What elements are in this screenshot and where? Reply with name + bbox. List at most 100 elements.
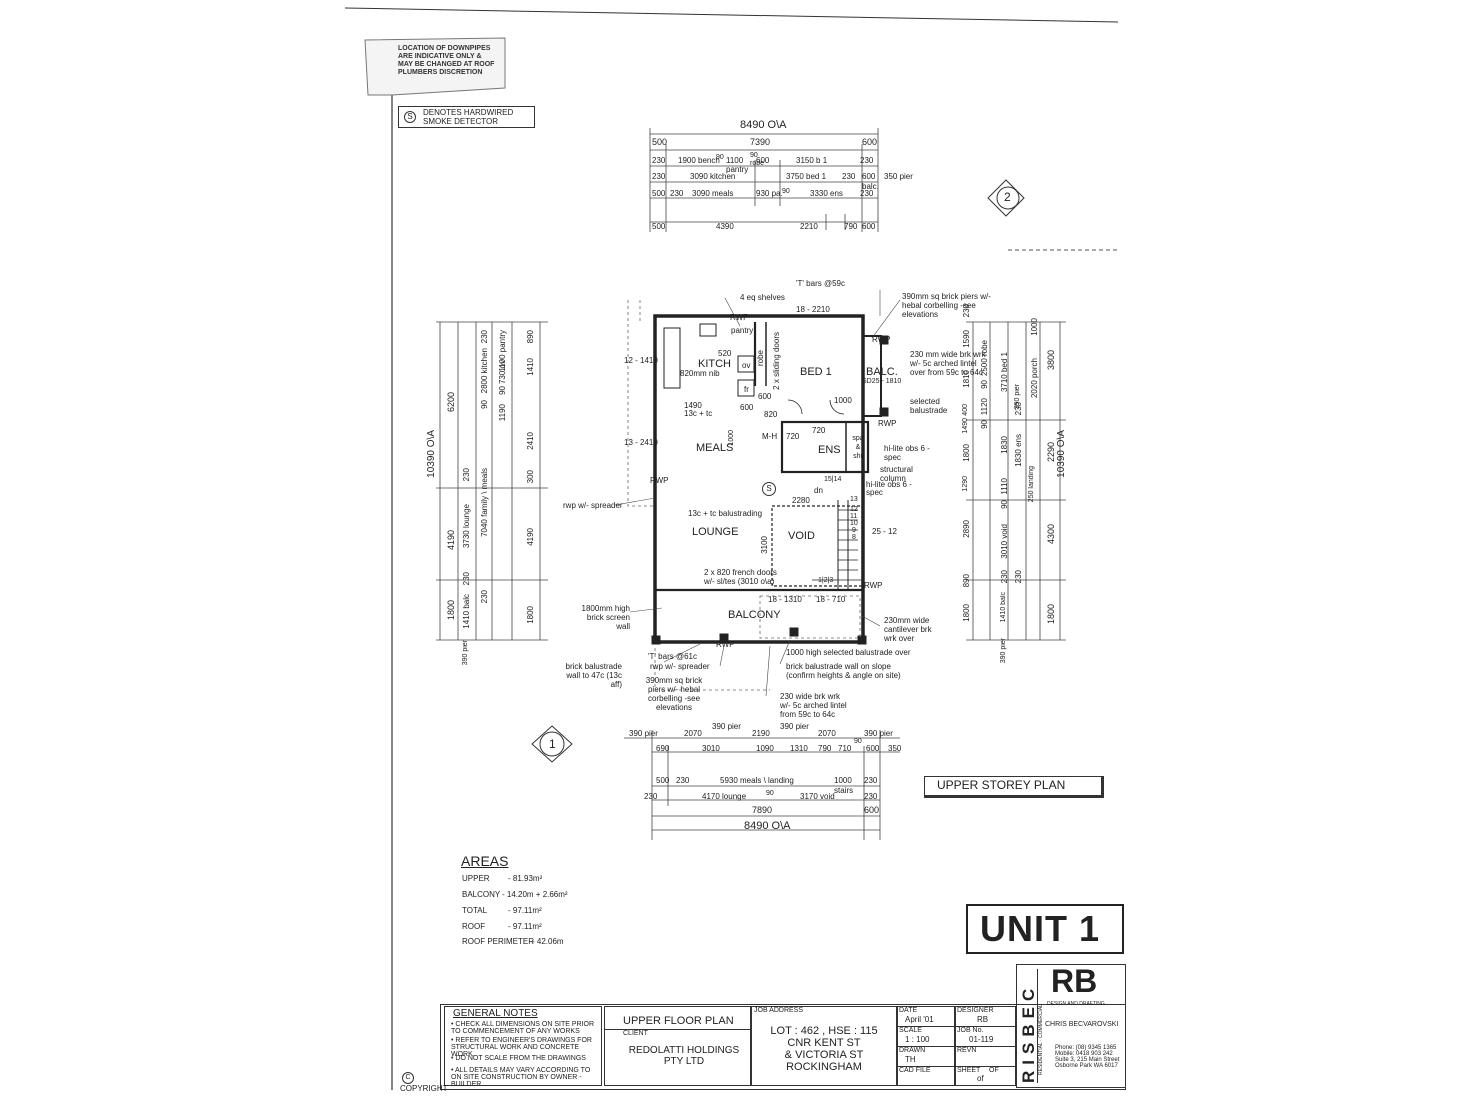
bottom-overall-dim: 8490 O\A [744,820,791,832]
sheet-title: UPPER FLOOR PLAN [623,1015,734,1027]
label-brick-screen-wall: 1800mm high brick screen wall [581,604,630,631]
smoke-detector-icon: S [762,482,776,496]
label-brick-piers-bottom: 390mm sq brick piers w/- hebal corbellin… [645,676,703,712]
label-window-12-1410: 12 - 1410 [624,356,658,365]
label-spa: spa & shr [852,435,864,460]
firm-sub: RESIDENTIAL · COMMERCIAL [1038,1004,1044,1075]
client-label: CLIENT [623,1030,648,1037]
label-pantry: pantry [731,326,754,335]
room-ens: ENS [818,444,841,456]
label-2280: 2280 [792,496,810,505]
label-step-13: 13 [850,496,858,503]
firm-tagline: DESIGN AND DRAFTING [1047,1001,1105,1007]
sheet-title-cell: UPPER FLOOR PLAN CLIENT REDOLATTI HOLDIN… [604,1006,752,1086]
label-window-18-1310: 18 - 1310 [768,595,802,604]
label-tbars-61: 'T' bars @61c [648,652,697,661]
label-dn: dn [814,486,823,495]
firm-logo: RB [1051,963,1098,999]
firm-block: RISBEC RESIDENTIAL · COMMERCIAL RB DESIG… [1016,963,1126,1088]
label-cantilever: 230mm wide cantilever brk wrk over [884,616,932,643]
areas-heading: AREAS [461,853,509,869]
designer-cell: DESIGNER RB JOB No. 01-119 REVN SHEET OF… [954,1006,1016,1086]
label-high-balustrade: 1000 high selected balustrade over [786,648,911,657]
plan-title-box: UPPER STOREY PLAN [924,776,1104,798]
label-shelves: 4 eq shelves [740,293,785,302]
label-hilite-obs-2: hi-lite obs 6 - spec [866,480,912,497]
label-sd25: SD25 - 1810 [862,378,902,385]
label-step-9: 9 [852,527,856,534]
firm-contact: Phone: (08) 9345 1365 Mobile: 0418 903 2… [1055,1045,1120,1069]
smoke-detector-legend: S DENOTES HARDWIRED SMOKE DETECTOR [398,106,535,128]
label-hilite-obs-1: hi-lite obs 6 - spec [884,444,930,462]
label-1000-a: 1000 [834,396,852,405]
general-notes-heading: GENERAL NOTES [453,1008,538,1019]
unit-label: UNIT 1 [980,908,1101,949]
label-600-a: 600 [758,392,772,401]
label-brick-balustrade-slope: brick balustrade wall on slope (confirm … [786,662,901,680]
label-nib: 820mm nib [680,369,720,378]
label-sliding-doors: 2 x sliding doors [772,332,781,390]
label-manhole: M-H [762,432,778,441]
label-step-12: 12 [850,506,858,513]
drawn-value: TH [905,1055,916,1064]
job-number-value: 01-119 [969,1035,994,1044]
downpipes-note: LOCATION OF DOWNPIPES ARE INDICATIVE ONL… [398,45,495,76]
date-value: April '01 [905,1015,934,1024]
label-brick-balustrade: brick balustrade wall to 47c (13c aff) [565,662,622,689]
section-marker-2: 2 [986,178,1026,218]
left-overall-dim: 10390 O\A [426,430,437,478]
room-balcony: BALCONY [728,609,781,621]
unit-label-box: UNIT 1 [966,904,1124,954]
label-step-8: 8 [852,534,856,541]
label-rwp-1: RWP [730,313,749,322]
right-overall-dim: 10390 O\A [1056,430,1067,478]
label-1490: 1490 [684,401,702,410]
top-overall-dim: 8490 O\A [740,119,787,131]
job-address-label: JOB ADDRESS [754,1007,804,1014]
label-rwp-4: RWP [650,476,669,485]
label-step-11: 11 [850,513,858,520]
room-kitchen: KITCH [698,358,731,370]
label-structural-column: structural column [880,465,913,483]
smoke-detector-label: DENOTES HARDWIRED SMOKE DETECTOR [423,108,514,126]
section-marker-1-icon [531,725,573,763]
copyright-label: COPYRIGHT [400,1084,448,1093]
label-ov: ov [742,361,751,370]
label-fr: fr [744,385,749,394]
room-balc: BALC. [866,366,898,378]
copyright-icon: C [402,1072,414,1084]
label-french-doors: 2 x 820 french doors w/- sl/tes (3010 o\… [704,568,777,586]
label-stair-steps: 1|2|3 [818,577,834,584]
label-brk-wrk-top: 230 mm wide brk wrk w/- 5c arched lintel… [910,350,986,377]
date-scale-cell: DATE April '01 SCALE 1 : 100 DRAWN TH CA… [896,1006,956,1086]
room-bed-1: BED 1 [800,366,832,378]
label-1000-b: 1000 [728,430,735,446]
label-selected-balustrade: selected balustrade [910,397,948,415]
firm-vertical-name: RISBEC [1019,982,1038,1083]
label-rwp-spreader-2: rwp w/- spreader [650,662,710,671]
label-brick-piers-top: 390mm sq brick piers w/- hebal corbellin… [902,292,991,319]
note-4: • ALL DETAILS MAY VARY ACCORDING TO ON S… [451,1067,591,1088]
client-name: REDOLATTI HOLDINGS PTY LTD [628,1045,740,1067]
label-rwp-5: RWP [864,581,883,590]
note-2: • REFER TO ENGINEER'S DRAWINGS FOR STRUC… [451,1037,592,1058]
smoke-detector-icon: S [404,111,416,123]
label-rwp-3: RWP [878,419,897,428]
label-3100: 3100 [760,536,769,554]
plan-title: UPPER STOREY PLAN [937,778,1066,792]
label-720-a: 720 [786,432,800,441]
label-tbars-59: 'T' bars @59c [796,279,845,288]
job-address-cell: JOB ADDRESS LOT : 462 , HSE : 115 CNR KE… [750,1006,898,1086]
label-rwp-2: RWP [872,335,891,344]
section-marker-2-icon [987,179,1025,217]
room-meals: MEALS [696,442,734,454]
label-600-b: 600 [740,403,754,412]
label-720-b: 720 [812,426,826,435]
label-brk-wrk-bottom: 230 wide brk wrk w/- 5c arched lintel fr… [780,692,847,719]
label-window-18-2210: 18 - 2210 [796,305,830,314]
label-820: 820 [764,410,778,419]
label-steps-15-14: 15|14 [824,476,842,483]
note-1: • CHECK ALL DIMENSIONS ON SITE PRIOR TO … [451,1021,595,1035]
room-void: VOID [788,530,815,542]
